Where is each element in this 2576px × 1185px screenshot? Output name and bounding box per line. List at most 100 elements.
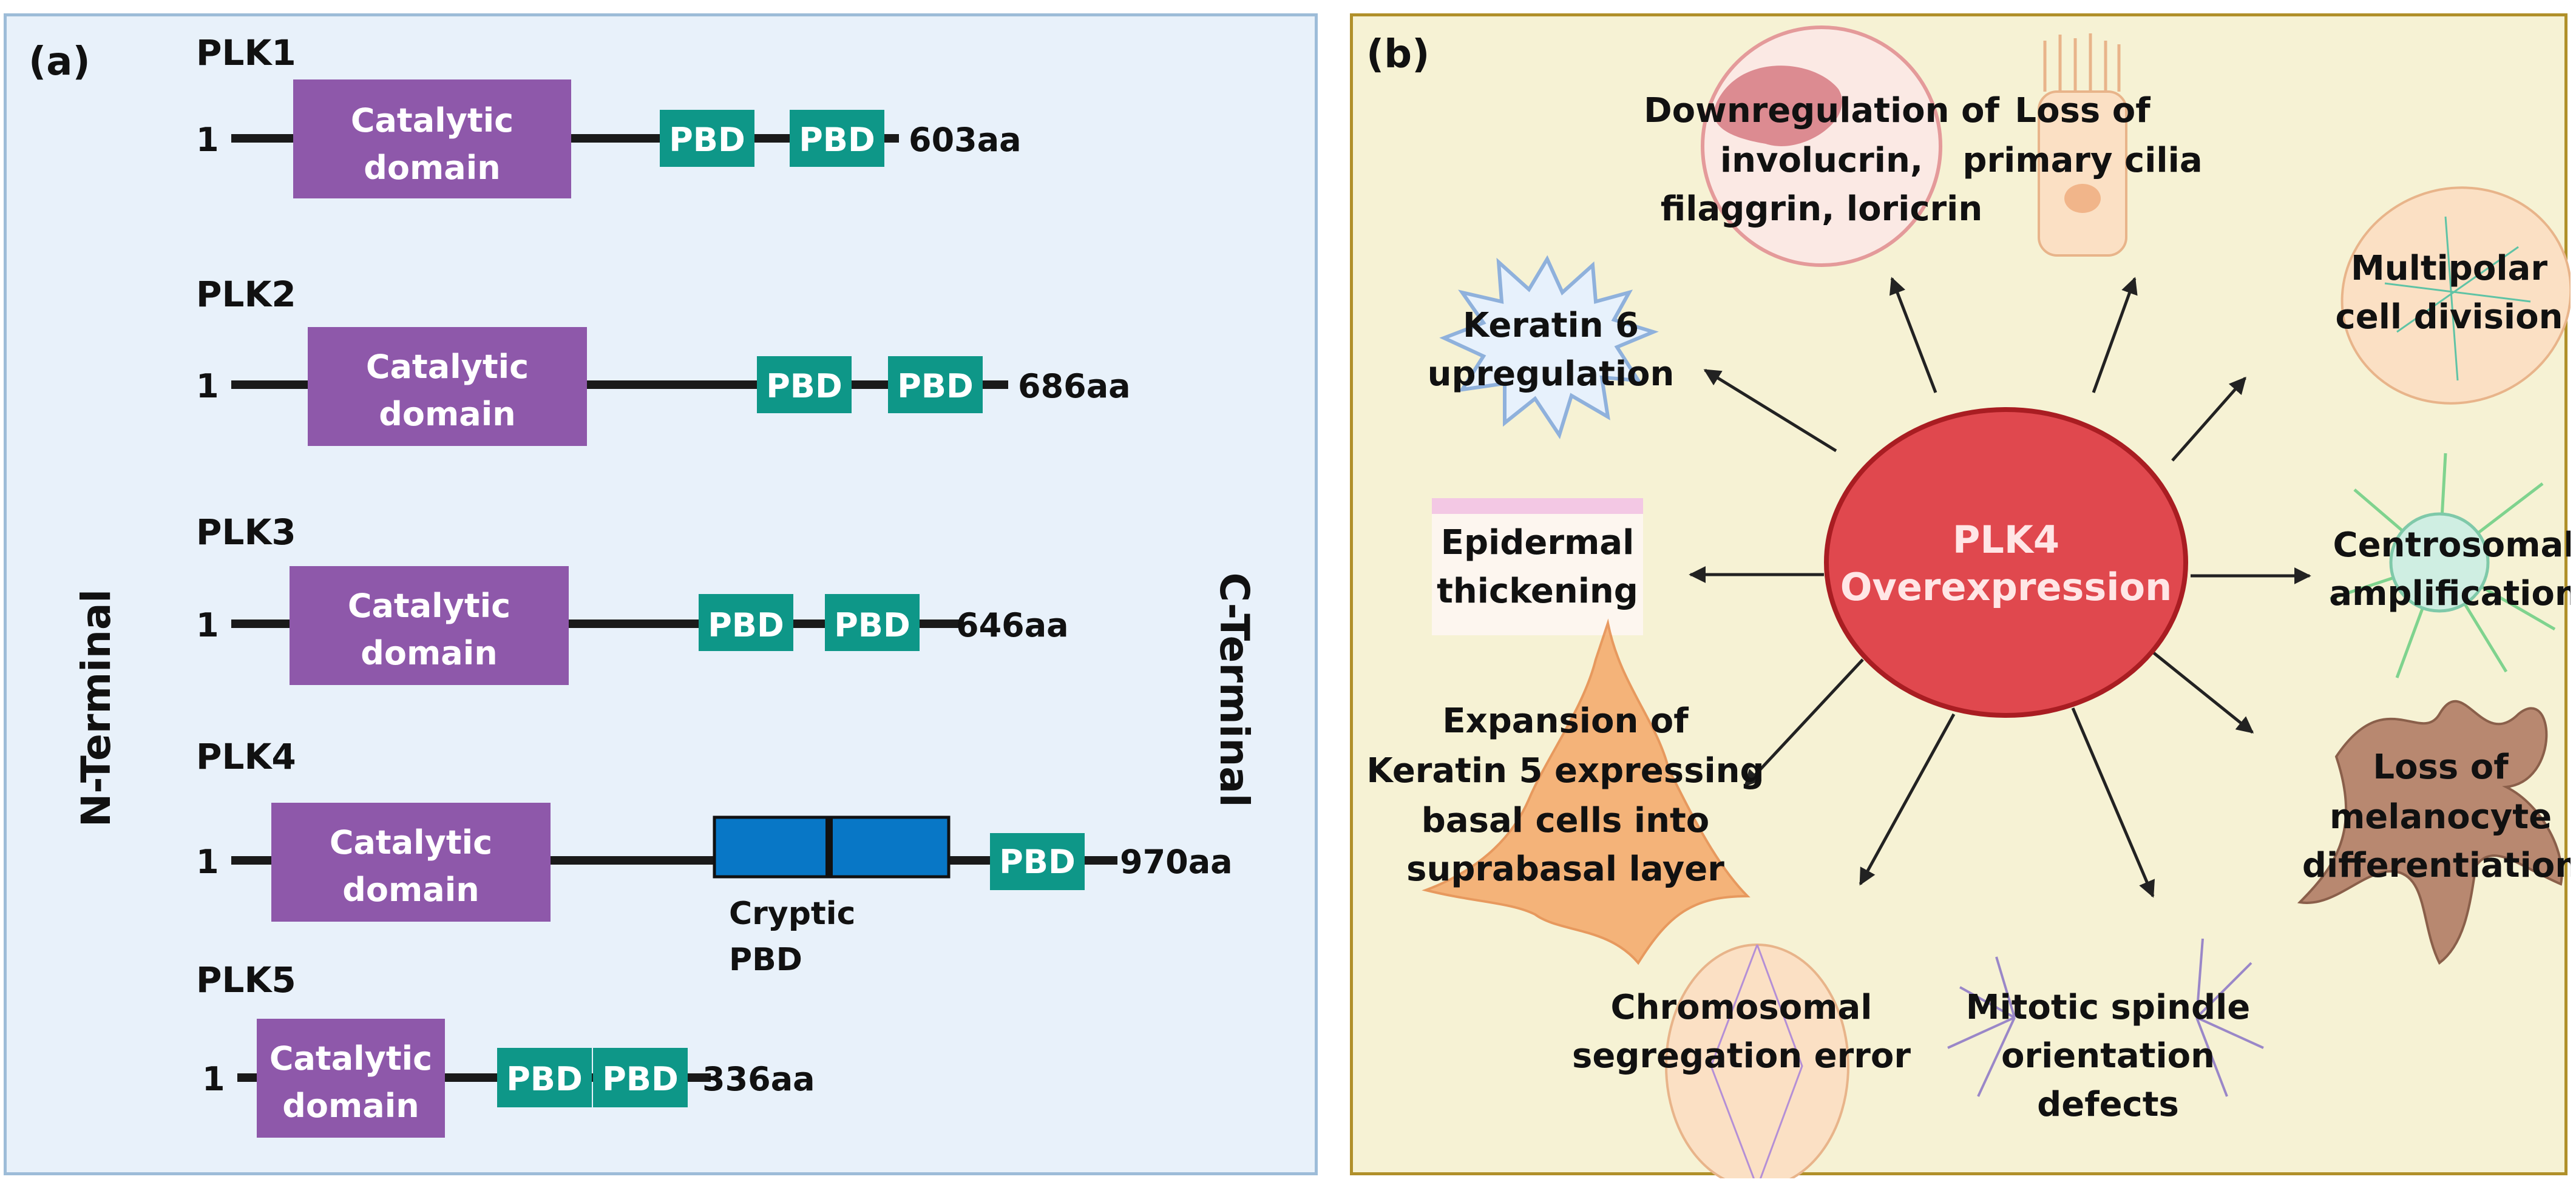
plk2-catalytic-line1: Catalytic <box>366 348 529 386</box>
plk4-catalytic-domain <box>271 803 551 922</box>
plk4-end: 970aa <box>1120 843 1233 881</box>
keratin5-line3: basal cells into <box>1422 801 1709 840</box>
panel-b-plk4-effects: (b) <box>1350 13 2571 1178</box>
centrosomal-line2: amplification <box>2329 574 2571 613</box>
downregulation-line3: filaggrin, loricrin <box>1661 189 1982 229</box>
plk2-name: PLK2 <box>196 274 296 315</box>
plk5-start: 1 <box>202 1060 225 1098</box>
chromosome-cell-illustration <box>1665 944 1849 1178</box>
keratin6-line1: Keratin 6 <box>1463 306 1639 345</box>
center-line2: Overexpression <box>1840 565 2172 609</box>
multipolar-cell-illustration <box>2340 186 2571 405</box>
centrosomal-line1: Centrosomal <box>2333 525 2571 565</box>
plk4-cryptic-divider <box>825 817 833 877</box>
plk4-row: PLK4 1 Catalytic domain Cryptic PBD PBD … <box>196 736 1233 978</box>
epidermal-line2: thickening <box>1437 572 1638 611</box>
plk1-row: PLK1 1 Catalytic domain PBD PBD 603aa <box>196 32 1022 198</box>
multipolar-line2: cell division <box>2336 297 2563 337</box>
effect-multipolar: Multipolar cell division <box>2336 249 2563 337</box>
epidermis-illustration <box>1432 498 1643 635</box>
melanocyte-line3: differentiation <box>2302 846 2571 885</box>
melanocyte-line1: Loss of <box>2373 748 2509 787</box>
keratin6-line2: upregulation <box>1428 354 1675 394</box>
panel-a-label: (a) <box>29 39 90 84</box>
melanocyte-illustration <box>2297 700 2563 965</box>
plk2-pbd-2 <box>888 356 983 413</box>
plk5-pbd-1 <box>497 1048 592 1107</box>
plk2-pbd-1 <box>757 356 852 413</box>
plk2-catalytic-line2: domain <box>379 395 515 433</box>
plk4-cryptic-line2: PBD <box>729 942 802 978</box>
effect-chromosomal: Chromosomal segregation error <box>1572 988 1911 1076</box>
plk2-pbd-1-label: PBD <box>766 367 842 405</box>
plk3-start: 1 <box>196 606 219 644</box>
panel-a-svg: (a) N-Terminal C-Terminal PLK1 1 Catalyt… <box>29 32 1258 1138</box>
plk4-start: 1 <box>196 843 219 881</box>
panel-b-label: (b) <box>1366 32 1429 77</box>
cilia-cell-illustration <box>2038 33 2127 257</box>
spindle-line2: orientation <box>2001 1036 2215 1076</box>
plk1-catalytic-domain <box>293 79 571 198</box>
plk2-end: 686aa <box>1018 367 1131 405</box>
panel-a-domain-structures: (a) N-Terminal C-Terminal PLK1 1 Catalyt… <box>4 13 1318 1175</box>
keratin5-line4: suprabasal layer <box>1406 849 1724 889</box>
plk5-name: PLK5 <box>196 959 296 1001</box>
plk3-row: PLK3 1 Catalytic domain PBD PBD 646aa <box>196 511 1069 685</box>
plk1-pbd-2 <box>790 110 884 167</box>
plk4-overexpression-node: PLK4 Overexpression <box>1824 407 2188 718</box>
plk1-catalytic-line2: domain <box>364 149 500 187</box>
plk3-name: PLK3 <box>196 511 296 553</box>
center-line1: PLK4 <box>1953 518 2059 562</box>
effect-epidermal: Epidermal thickening <box>1437 523 1638 611</box>
effect-centrosomal: Centrosomal amplification <box>2329 525 2571 613</box>
centrosome-illustration <box>2330 453 2556 678</box>
plk2-pbd-2-label: PBD <box>897 367 974 405</box>
spindle-line1: Mitotic spindle <box>1966 988 2251 1027</box>
plk4-catalytic-line2: domain <box>342 871 479 909</box>
plk4-name: PLK4 <box>196 736 296 777</box>
downregulation-line1: Downregulation of <box>1644 91 1999 130</box>
effect-downregulation: Downregulation of involucrin, filaggrin,… <box>1644 91 1999 229</box>
plk1-pbd-2-label: PBD <box>799 121 875 159</box>
plk3-end: 646aa <box>956 606 1069 644</box>
effect-keratin6: Keratin 6 upregulation <box>1428 306 1675 394</box>
melanocyte-line2: melanocyte <box>2330 797 2552 837</box>
keratin5-line2: Keratin 5 expressing <box>1366 751 1764 791</box>
effect-cilia: Loss of primary cilia <box>1962 91 2202 180</box>
plk4-pbd-label: PBD <box>999 843 1076 881</box>
chromosomal-line1: Chromosomal <box>1610 988 1872 1027</box>
plk1-end: 603aa <box>909 121 1022 159</box>
plk5-end: 336aa <box>702 1060 815 1098</box>
plk1-name: PLK1 <box>196 32 296 73</box>
downregulation-line2: involucrin, <box>1720 141 1923 180</box>
plk5-catalytic-domain <box>257 1019 445 1138</box>
basal-cell-illustration <box>1422 618 1751 965</box>
keratin5-line1: Expansion of <box>1442 701 1689 741</box>
plk2-start: 1 <box>196 367 219 405</box>
multipolar-line1: Multipolar <box>2351 249 2547 288</box>
keratin6-burst-illustration <box>1439 255 1659 439</box>
n-terminal-label: N-Terminal <box>73 589 120 827</box>
plk1-start: 1 <box>196 121 219 159</box>
plk4-cryptic-line1: Cryptic <box>729 896 855 932</box>
spindle-line3: defects <box>2037 1085 2179 1124</box>
plk3-pbd-2-label: PBD <box>834 606 910 644</box>
plk2-catalytic-domain <box>308 327 587 446</box>
effect-keratin5: Expansion of Keratin 5 expressing basal … <box>1366 701 1764 889</box>
plk5-catalytic-line1: Catalytic <box>269 1039 432 1078</box>
plk3-pbd-2 <box>825 594 920 651</box>
plk3-pbd-1 <box>699 594 793 651</box>
plk5-catalytic-line2: domain <box>282 1087 419 1125</box>
plk5-row: PLK5 1 Catalytic domain PBD PBD 336aa <box>196 959 815 1138</box>
plk1-pbd-1-label: PBD <box>669 121 745 159</box>
cilia-line1: Loss of <box>2015 91 2151 130</box>
plk1-catalytic-line1: Catalytic <box>351 101 514 140</box>
epidermal-line1: Epidermal <box>1441 523 1635 562</box>
plk4-pbd <box>990 833 1085 890</box>
plk5-pbd-2-label: PBD <box>602 1060 679 1098</box>
plk1-pbd-1 <box>660 110 754 167</box>
chromosomal-line2: segregation error <box>1572 1036 1911 1076</box>
plk4-catalytic-line1: Catalytic <box>330 823 492 862</box>
effect-melanocyte: Loss of melanocyte differentiation <box>2302 748 2571 885</box>
panel-b-svg: (b) <box>1366 25 2571 1178</box>
